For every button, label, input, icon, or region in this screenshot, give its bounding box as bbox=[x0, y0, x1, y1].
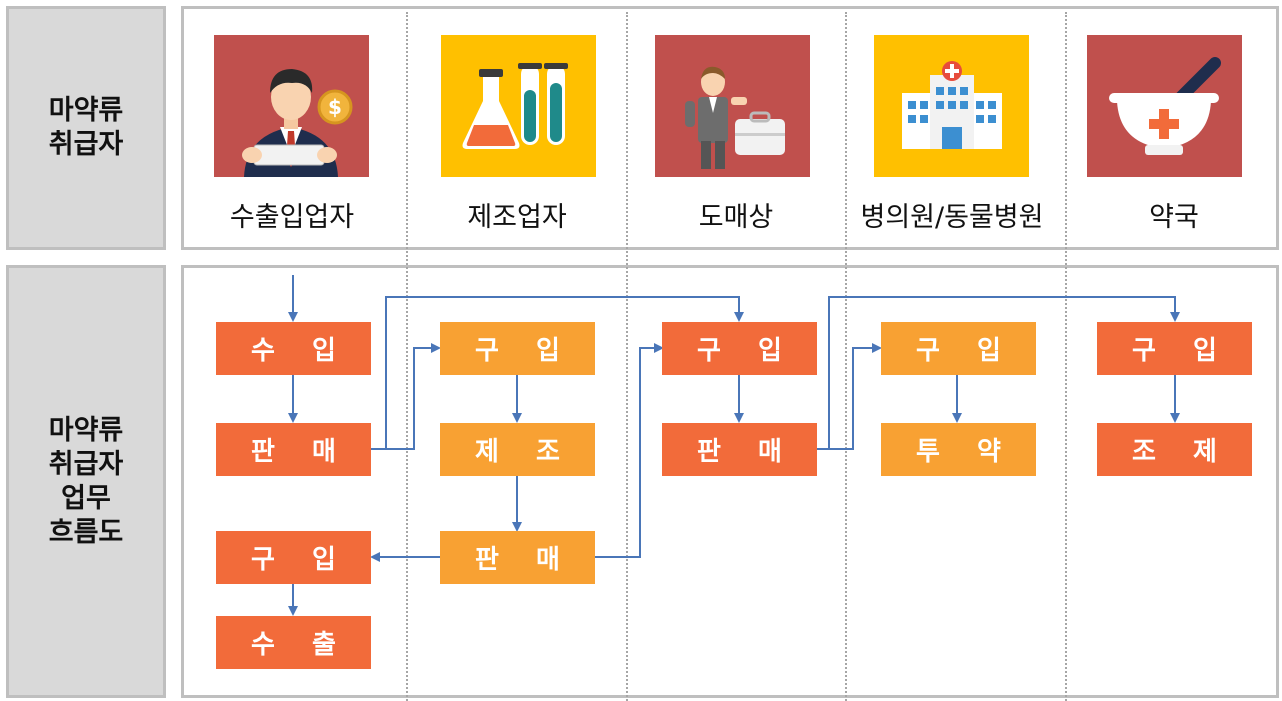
column-divider bbox=[1065, 12, 1067, 701]
handler-name-wholesaler: 도매상 bbox=[698, 202, 774, 233]
handlers-row-label: 마약류 취급자 bbox=[48, 95, 124, 160]
salesman-briefcase-icon bbox=[655, 35, 810, 177]
step-manufacturer-sell: 판 매 bbox=[440, 531, 595, 584]
svg-text:$: $ bbox=[328, 95, 342, 119]
flow-row-label: 마약류 취급자 업무 흐름도 bbox=[48, 414, 124, 548]
step-manufacturer-make: 제 조 bbox=[440, 423, 595, 476]
step-importer-export: 수 출 bbox=[216, 616, 371, 669]
column-divider bbox=[406, 12, 408, 701]
handler-name-manufacturer: 제조업자 bbox=[467, 202, 567, 233]
step-wholesaler-buy: 구 입 bbox=[662, 322, 817, 375]
step-hospital-buy: 구 입 bbox=[881, 322, 1036, 375]
step-importer-import: 수 입 bbox=[216, 322, 371, 375]
column-divider bbox=[845, 12, 847, 701]
step-wholesaler-sell: 판 매 bbox=[662, 423, 817, 476]
lab-flasks-icon bbox=[441, 35, 596, 177]
handler-name-hospital: 병의원/동물병원 bbox=[860, 202, 1044, 233]
step-pharmacy-dispense: 조 제 bbox=[1097, 423, 1252, 476]
businessman-dollar-icon: $ bbox=[214, 35, 369, 177]
handler-name-importer-exporter: 수출입업자 bbox=[229, 202, 355, 233]
step-manufacturer-buy: 구 입 bbox=[440, 322, 595, 375]
hospital-building-icon bbox=[874, 35, 1029, 177]
step-importer-sell: 판 매 bbox=[216, 423, 371, 476]
handlers-row-label-panel: 마약류 취급자 bbox=[6, 6, 166, 250]
step-importer-buy: 구 입 bbox=[216, 531, 371, 584]
step-hospital-administer: 투 약 bbox=[881, 423, 1036, 476]
column-divider bbox=[626, 12, 628, 701]
flow-row-label-panel: 마약류 취급자 업무 흐름도 bbox=[6, 265, 166, 698]
handler-name-pharmacy: 약국 bbox=[1149, 202, 1199, 233]
mortar-pestle-icon bbox=[1087, 35, 1242, 177]
step-pharmacy-buy: 구 입 bbox=[1097, 322, 1252, 375]
